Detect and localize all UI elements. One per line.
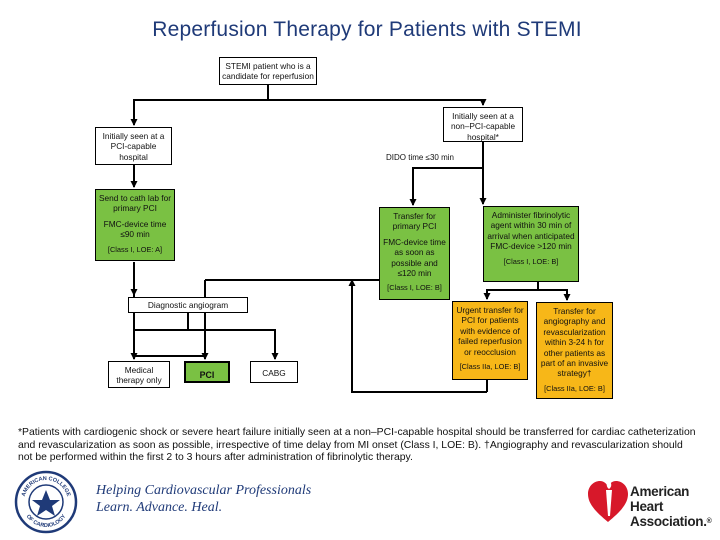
node-diagnostic-angiogram: Diagnostic angiogram [128,297,248,313]
acc-tagline-line1: Helping Cardiovascular Professionals [96,483,312,498]
connector-non-pci-transfer [409,167,483,206]
dido-time-label: DIDO time ≤30 min [386,153,454,162]
acc-tagline-line2: Learn. Advance. Heal. [96,500,223,515]
aha-line2: Heart [630,499,664,514]
node-cabg: CABG [250,361,298,383]
footnote: *Patients with cardiogenic shock or seve… [18,427,696,464]
aha-line3: Association. [630,514,707,529]
aha-wordmark: American Heart Association.® [630,484,712,529]
connector-urgent-to-merge [348,279,487,393]
node-medical-therapy: Medical therapy only [108,361,170,388]
acc-tagline: Helping Cardiovascular Professionals Lea… [96,482,311,516]
connector-fib-angiography [538,289,571,301]
connector-fib-urgent [483,282,539,300]
node-start: STEMI patient who is a candidate for rep… [219,57,317,85]
aha-line1: American [630,484,690,499]
node-fibrinolytic: Administer fibrinolytic agent within 30 … [483,206,579,282]
node-pci: PCI [184,361,230,383]
connector-start-pci-capable [130,83,269,126]
connector-start-non-pci [268,99,487,106]
acc-seal-logo: AMERICAN COLLEGE OF CARDIOLOGY [14,470,78,534]
connector-to-medical [130,313,189,360]
aha-line3-wrap: Association.® [630,514,712,529]
node-urgent-transfer: Urgent transfer for PCI for patients wit… [452,301,528,380]
node-cath-lab: Send to cath lab for primary PCI FMC-dev… [95,189,175,261]
aha-heart-torch-logo [588,480,628,522]
aha-registered-mark: ® [706,518,712,525]
node-transfer-primary-pci: Transfer for primary PCI FMC-device time… [379,207,450,300]
page-title: Reperfusion Therapy for Patients with ST… [152,18,582,41]
connector-to-cabg [188,329,279,360]
node-transfer-angiography: Transfer for angiography and revasculari… [536,302,613,399]
node-pci-capable: Initially seen at a PCI-capable hospital [95,127,172,165]
node-non-pci-capable: Initially seen at a non–PCI-capable hosp… [443,107,523,142]
